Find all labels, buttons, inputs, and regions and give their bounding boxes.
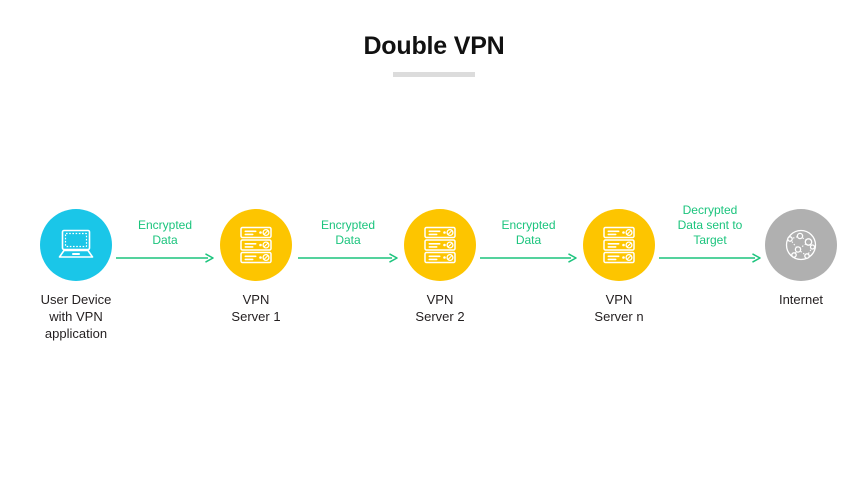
- node-vpn-server-1-circle: [220, 209, 292, 281]
- arrow-label-decrypted-data: Decrypted Data sent to Target: [677, 203, 743, 247]
- title-block: Double VPN: [0, 30, 868, 77]
- node-vpn-server-2-circle: [404, 209, 476, 281]
- node-user-device[interactable]: User Device with VPN application: [40, 209, 112, 341]
- arrow-server-2-to-server-n: Encrypted Data: [480, 190, 577, 264]
- arrow-line-icon: [116, 253, 214, 263]
- arrow-label-encrypted-data-3: Encrypted Data: [501, 218, 556, 247]
- vpn-flow-diagram: User Device with VPN application: [0, 203, 868, 341]
- title-underline-rule: [393, 72, 475, 77]
- arrow-server-1-to-server-2: Encrypted Data: [298, 190, 398, 264]
- node-user-device-label: User Device with VPN application: [40, 292, 112, 341]
- node-vpn-server-n-label: VPN Server n: [594, 292, 644, 324]
- arrow-label-encrypted-data-1: Encrypted Data: [137, 218, 193, 247]
- node-vpn-server-n-circle: [583, 209, 655, 281]
- node-internet-label: Internet: [778, 292, 824, 307]
- arrow-line-icon: [480, 253, 577, 263]
- laptop-icon: [58, 229, 94, 258]
- arrow-line-icon: [659, 253, 761, 263]
- network-globe-icon: [785, 229, 817, 261]
- node-user-device-circle: [40, 209, 112, 281]
- arrow-user-device-to-server-1: Encrypted Data: [116, 190, 214, 264]
- node-vpn-server-n[interactable]: VPN Server n: [583, 209, 655, 324]
- node-vpn-server-1-label: VPN Server 1: [231, 292, 281, 324]
- node-internet[interactable]: Internet: [765, 209, 837, 307]
- server-rack-icon: [603, 226, 635, 264]
- node-vpn-server-2-label: VPN Server 2: [415, 292, 465, 324]
- node-vpn-server-2[interactable]: VPN Server 2: [404, 209, 476, 324]
- arrow-label-encrypted-data-2: Encrypted Data: [320, 218, 376, 247]
- arrow-line-icon: [298, 253, 398, 263]
- arrow-server-n-to-internet: Decrypted Data sent to Target: [659, 175, 761, 264]
- node-vpn-server-1[interactable]: VPN Server 1: [220, 209, 292, 324]
- server-rack-icon: [240, 226, 272, 264]
- page-title: Double VPN: [363, 32, 505, 60]
- server-rack-icon: [424, 226, 456, 264]
- node-internet-circle: [765, 209, 837, 281]
